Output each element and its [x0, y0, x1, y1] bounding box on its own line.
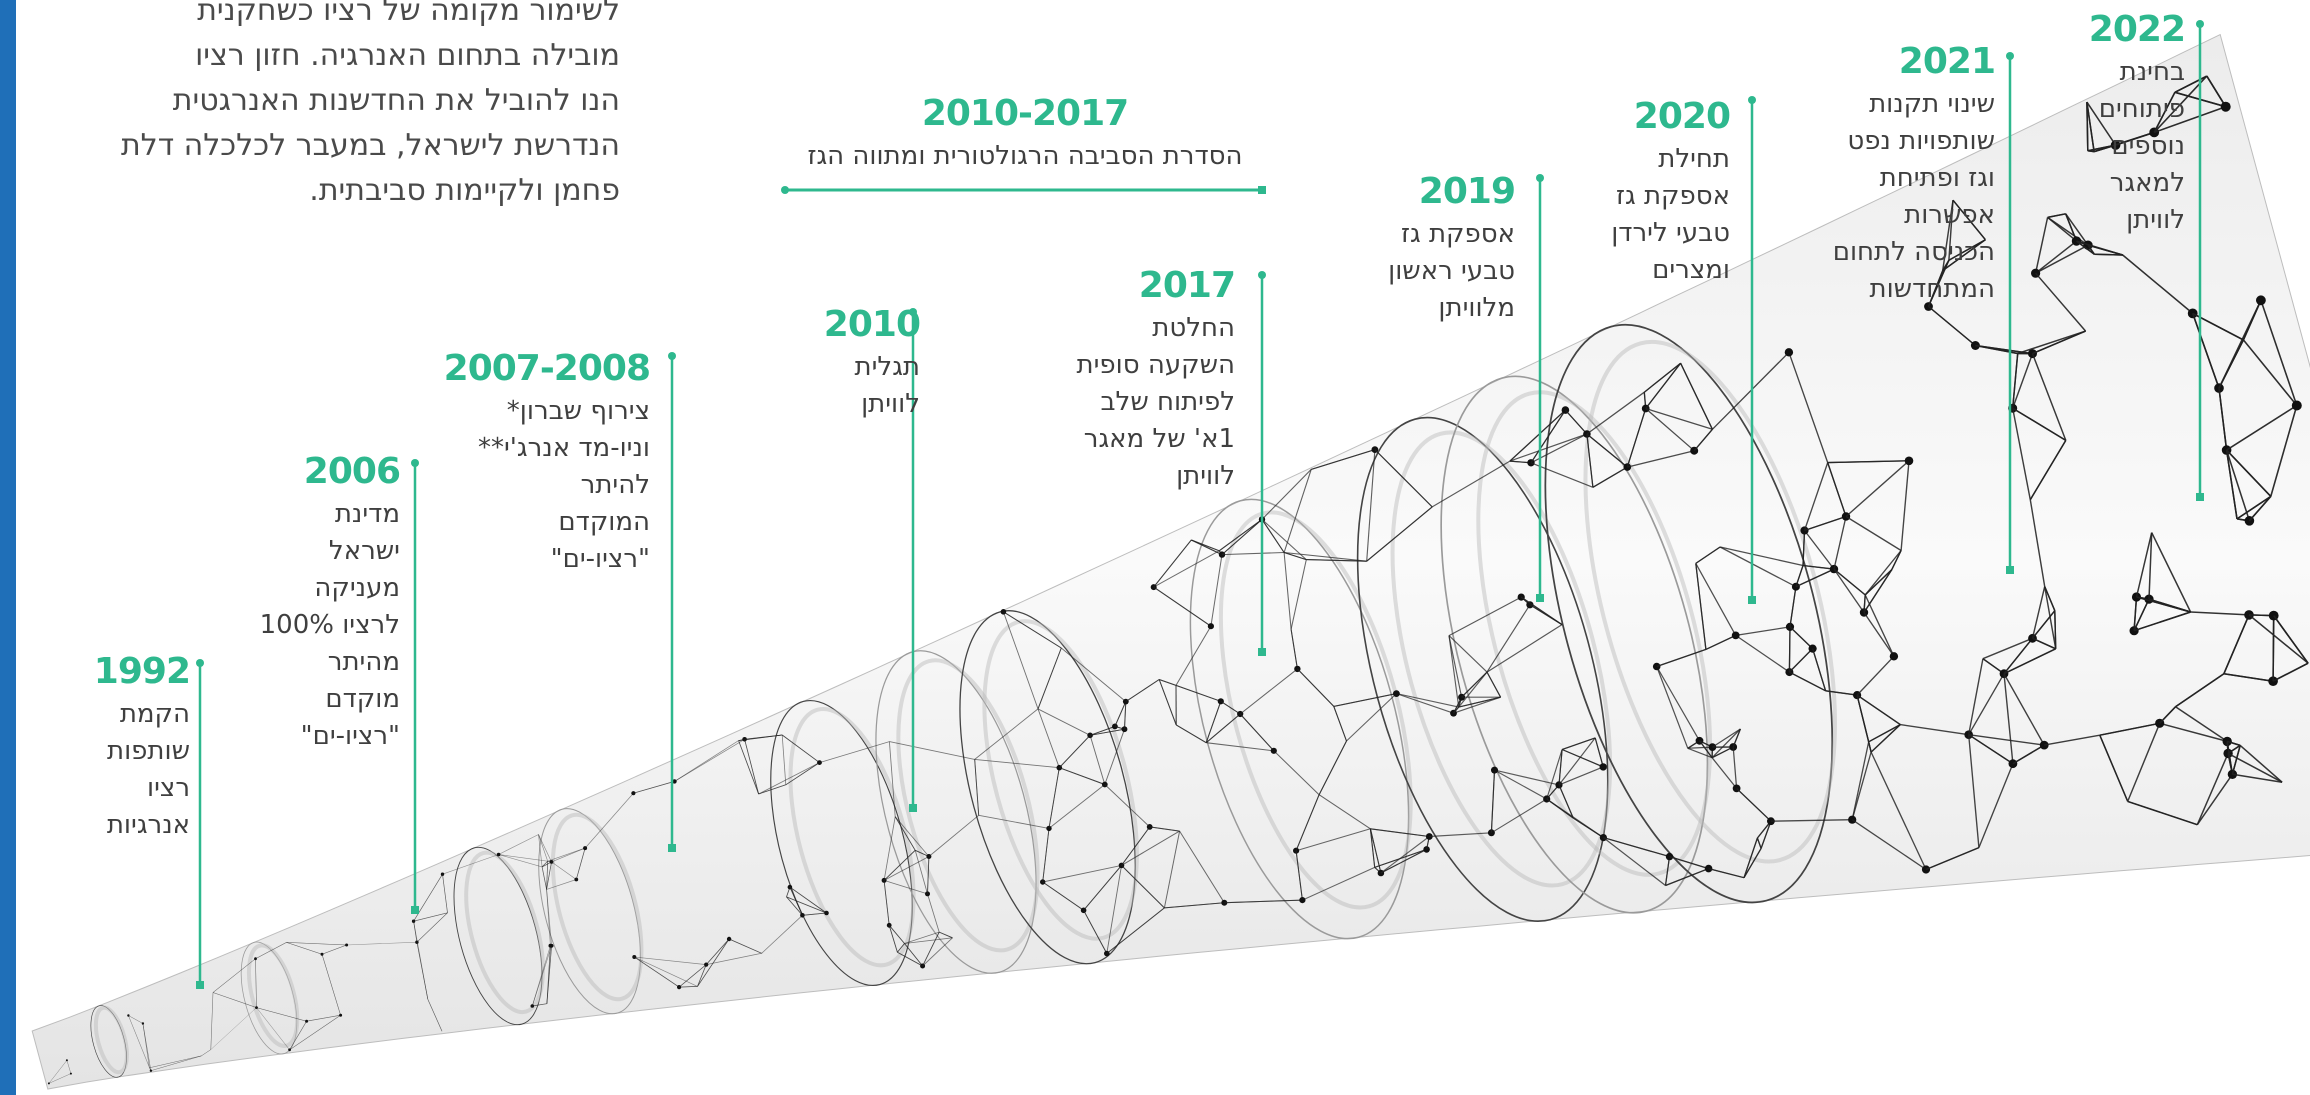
milestone-line: לוויתן	[861, 389, 920, 419]
milestone-year: 2019	[1418, 171, 1516, 212]
milestone-text: שינוי תקנות שותפויות נפט וגז ופתיחת אפשר…	[1800, 86, 1995, 308]
milestone-line: לוויתן	[1176, 461, 1235, 491]
milestone-2019: 2019 אספקת גז טבעי ראשון מלוויתן	[1350, 170, 1516, 327]
milestone-2021: 2021 שינוי תקנות שותפויות נפט וגז ופתיחת…	[1800, 40, 1996, 308]
milestone-line: וניו-מד אנרג'י**	[477, 433, 650, 463]
intro-line: פחמן ולקיימות סביבתית.	[309, 173, 620, 208]
milestone-year: 2017	[1138, 265, 1236, 306]
timeline-leader-lines	[196, 20, 2204, 989]
milestone-line: לרציו 100%	[259, 610, 400, 640]
milestone-text: הסדרת הסביבה הרגולטורית ומתווה הגז	[807, 141, 1243, 171]
milestone-line: למאגר	[2109, 168, 2185, 198]
intro-line: מובילה בתחום האנרגיה. חזון רציו	[195, 38, 620, 73]
milestone-line: החלטת	[1152, 313, 1235, 343]
milestone-line: שינוי תקנות	[1869, 89, 1995, 119]
milestone-line: מדינת	[334, 499, 400, 529]
milestone-line: מעניקה	[314, 573, 400, 603]
intro-line: הנו להוביל את החדשנות האנרגטית	[172, 83, 620, 118]
milestone-line: טבעי ראשון	[1388, 256, 1515, 286]
milestone-2007-2008: 2007-2008 צירוף שברון* וניו-מד אנרג'י** …	[443, 347, 651, 578]
milestone-text: החלטת השקעה סופית לפיתוח שלב 1א' של מאגר…	[1030, 310, 1235, 495]
pipe-body	[31, 33, 2310, 1090]
milestone-text: מדינת ישראל מעניקה לרציו 100% מהיתר מוקד…	[250, 496, 400, 755]
milestone-2010-2017: 2010-2017 הסדרת הסביבה הרגולטורית ומתווה…	[780, 92, 1270, 175]
milestone-2022: 2022 בחינת פיתוחים נוספים למאגר לוויתן	[2060, 8, 2186, 239]
milestone-line: אנרגיות	[106, 810, 190, 840]
milestone-2017: 2017 החלטת השקעה סופית לפיתוח שלב 1א' של…	[1030, 264, 1236, 495]
milestone-line: טבעי לירדן	[1611, 218, 1730, 248]
milestone-year: 2010-2017	[921, 93, 1129, 134]
milestone-year: 2022	[2088, 9, 2186, 50]
milestone-text: בחינת פיתוחים נוספים למאגר לוויתן	[2060, 54, 2185, 239]
milestone-2020: 2020 תחילת אספקת גז טבעי לירדן ומצרים	[1580, 95, 1731, 289]
milestone-line: תגלית	[854, 352, 920, 382]
milestone-line: אספקת גז	[1400, 219, 1515, 249]
side-accent-bar	[0, 0, 16, 1095]
milestone-line: מהיתר	[327, 647, 400, 677]
milestone-text: אספקת גז טבעי ראשון מלוויתן	[1350, 216, 1515, 327]
milestone-year: 2007-2008	[443, 348, 651, 389]
milestone-line: הכניסה לתחום	[1832, 237, 1995, 267]
intro-paragraph: לשימור מקומה של רציו כשחקנית מובילה בתחו…	[90, 0, 620, 213]
milestone-line: המוקדם	[558, 507, 650, 537]
intro-line: לשימור מקומה של רציו כשחקנית	[197, 0, 620, 28]
milestone-line: "רציו-ים"	[550, 544, 650, 574]
milestone-line: הקמת	[119, 699, 190, 729]
milestone-year: 2021	[1898, 41, 1996, 82]
milestone-year: 1992	[93, 651, 191, 692]
milestone-year: 2010	[823, 304, 921, 345]
milestone-line: אפשרות	[1904, 200, 1995, 230]
milestone-line: לוויתן	[2126, 205, 2185, 235]
milestone-line: רציו	[147, 773, 190, 803]
milestone-year: 2006	[303, 451, 401, 492]
milestone-2010: 2010 תגלית לוויתן	[800, 303, 921, 423]
milestone-text: תחילת אספקת גז טבעי לירדן ומצרים	[1580, 141, 1730, 289]
milestone-line: מוקדם	[325, 684, 400, 714]
milestone-2006: 2006 מדינת ישראל מעניקה לרציו 100% מהיתר…	[250, 450, 401, 755]
milestone-1992: 1992 הקמת שותפות רציו אנרגיות	[60, 650, 191, 844]
milestone-year: 2020	[1633, 96, 1731, 137]
milestone-line: מלוויתן	[1438, 293, 1515, 323]
milestone-line: ומצרים	[1652, 255, 1730, 285]
milestone-line: שותפויות נפט	[1847, 126, 1995, 156]
milestone-line: השקעה סופית	[1076, 350, 1235, 380]
wireframe-mesh	[47, 75, 2309, 1085]
milestone-line: פיתוחים	[2098, 94, 2185, 124]
milestone-line: "רציו-ים"	[300, 721, 400, 751]
milestone-text: תגלית לוויתן	[800, 349, 920, 423]
milestone-text: צירוף שברון* וניו-מד אנרג'י** להיתר המוק…	[470, 393, 650, 578]
milestone-line: להיתר	[580, 470, 650, 500]
milestone-line: המתחדשות	[1869, 274, 1995, 304]
milestone-line: תחילת	[1658, 144, 1730, 174]
milestone-line: לפיתוח שלב	[1100, 387, 1235, 417]
milestone-line: וגז ופתיחת	[1879, 163, 1995, 193]
intro-line: הנדרשת לישראל, במעבר לכלכלה דלת	[120, 128, 620, 163]
milestone-line: ישראל	[328, 536, 400, 566]
milestone-line: נוספים	[2111, 131, 2185, 161]
milestone-line: צירוף שברון*	[506, 396, 650, 426]
milestone-text: הקמת שותפות רציו אנרגיות	[60, 696, 190, 844]
milestone-line: בחינת	[2119, 57, 2185, 87]
milestone-line: 1א' של מאגר	[1083, 424, 1235, 454]
milestone-line: שותפות	[106, 736, 190, 766]
milestone-line: אספקת גז	[1615, 181, 1730, 211]
